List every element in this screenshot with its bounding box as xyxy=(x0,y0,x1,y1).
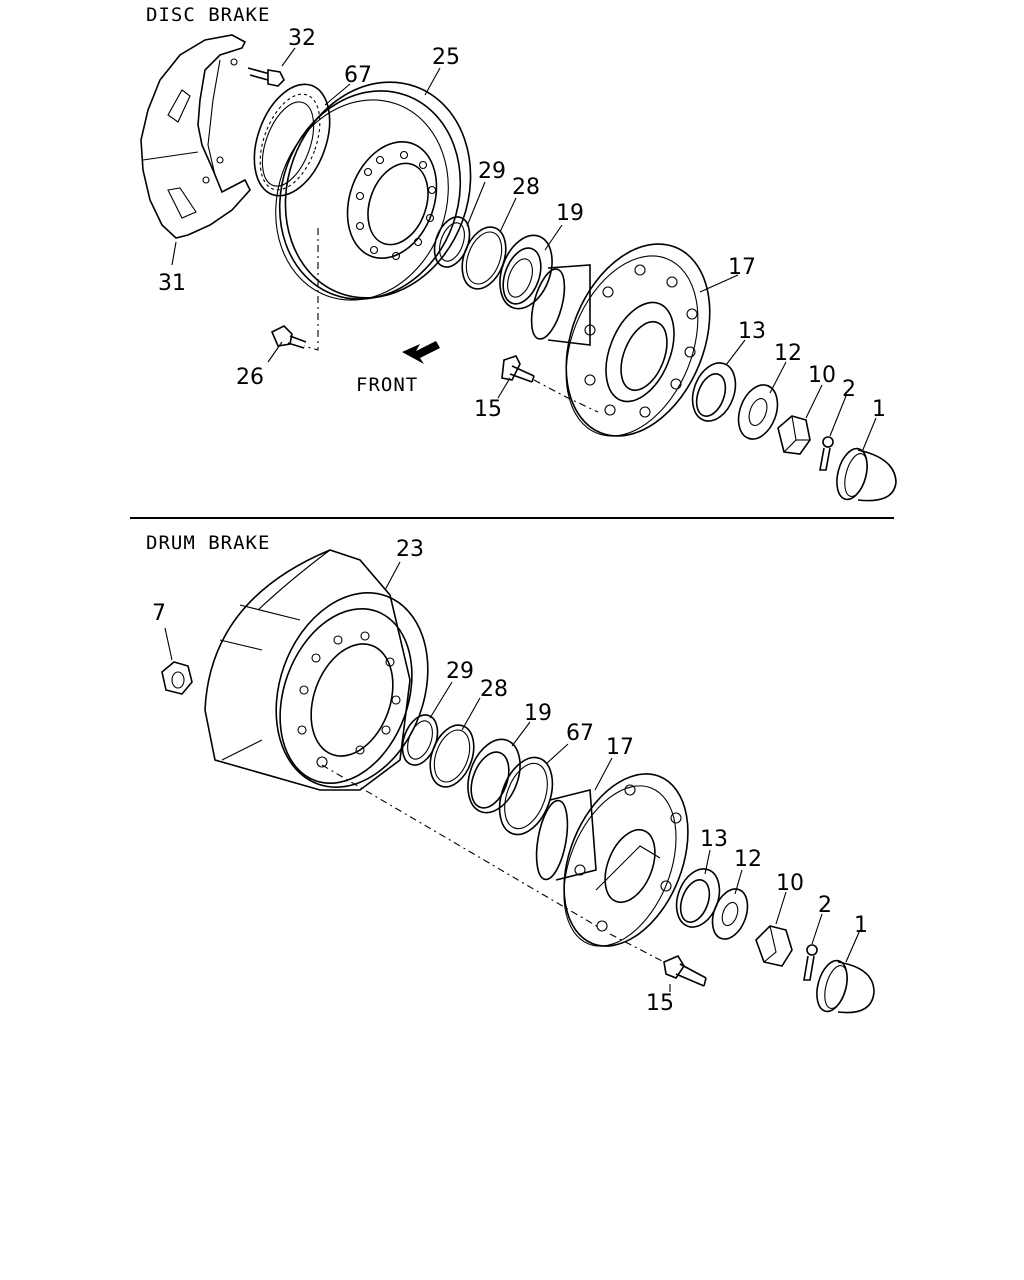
drum-leader-lines xyxy=(164,561,861,992)
disc-leader-lines xyxy=(171,47,877,453)
callout-disc-13: 13 xyxy=(738,319,766,344)
part-wheel-stud-15 xyxy=(501,355,535,383)
part-dust-shield xyxy=(140,34,251,239)
callout-drum-17: 17 xyxy=(606,735,634,760)
callout-disc-2: 2 xyxy=(842,377,856,402)
callout-disc-32: 32 xyxy=(288,26,316,51)
part-ring-28 xyxy=(461,226,507,290)
callout-disc-29: 29 xyxy=(478,159,506,184)
callout-disc-15: 15 xyxy=(474,397,502,422)
callout-drum-12: 12 xyxy=(734,847,762,872)
callout-disc-1: 1 xyxy=(872,397,886,422)
part-tone-ring-67-drum xyxy=(498,756,554,836)
callout-disc-26: 26 xyxy=(236,365,264,390)
callout-drum-13: 13 xyxy=(700,827,728,852)
part-tone-ring-67 xyxy=(253,83,331,197)
part-hub-cap-1-drum xyxy=(816,959,875,1014)
drum-brake-title: DRUM BRAKE xyxy=(146,532,270,554)
part-wheel-stud-15-drum xyxy=(663,954,707,987)
part-washer-12 xyxy=(737,384,779,440)
callout-disc-25: 25 xyxy=(432,45,460,70)
part-ring-28-drum xyxy=(429,724,475,788)
part-bolt-26 xyxy=(270,325,307,349)
callout-drum-15: 15 xyxy=(646,991,674,1016)
callout-drum-23: 23 xyxy=(396,537,424,562)
part-castle-nut-10 xyxy=(777,415,811,455)
callout-disc-31: 31 xyxy=(158,271,186,296)
callout-disc-12: 12 xyxy=(774,341,802,366)
part-brake-drum-23 xyxy=(204,549,429,791)
part-bolt-32 xyxy=(247,67,285,87)
part-castle-nut-10-drum xyxy=(755,925,793,967)
part-outer-bearing-13 xyxy=(691,362,737,422)
callout-drum-67: 67 xyxy=(566,721,594,746)
callout-drum-2: 2 xyxy=(818,893,832,918)
front-label: FRONT xyxy=(356,374,418,396)
part-inner-bearing-19 xyxy=(499,234,553,310)
part-cotter-pin-2 xyxy=(819,436,834,471)
part-hub-17-drum xyxy=(535,773,689,947)
part-cotter-pin-2-drum xyxy=(803,944,818,981)
callout-drum-10: 10 xyxy=(776,871,804,896)
callout-drum-19: 19 xyxy=(524,701,552,726)
callout-disc-17: 17 xyxy=(728,255,756,280)
callout-drum-7: 7 xyxy=(152,601,166,626)
part-washer-12-drum xyxy=(711,888,749,940)
disc-brake-title: DISC BRAKE xyxy=(146,4,270,26)
part-outer-bearing-13-drum xyxy=(675,868,721,928)
part-hub-cap-1 xyxy=(836,447,897,502)
callout-disc-67: 67 xyxy=(344,63,372,88)
part-wheel-nut-7 xyxy=(161,661,193,695)
front-direction-arrow-icon xyxy=(402,341,440,364)
callout-disc-19: 19 xyxy=(556,201,584,226)
part-brake-disc-25 xyxy=(275,81,472,301)
callout-disc-28: 28 xyxy=(512,175,540,200)
callout-drum-1: 1 xyxy=(854,913,868,938)
callout-drum-29: 29 xyxy=(446,659,474,684)
drum-brake-section: DRUM BRAKE xyxy=(146,532,875,1016)
part-hub-17 xyxy=(530,243,711,437)
callout-drum-28: 28 xyxy=(480,677,508,702)
part-inner-bearing-19-drum xyxy=(467,738,521,814)
disc-brake-section: DISC BRAKE xyxy=(140,4,897,502)
callout-disc-10: 10 xyxy=(808,363,836,388)
